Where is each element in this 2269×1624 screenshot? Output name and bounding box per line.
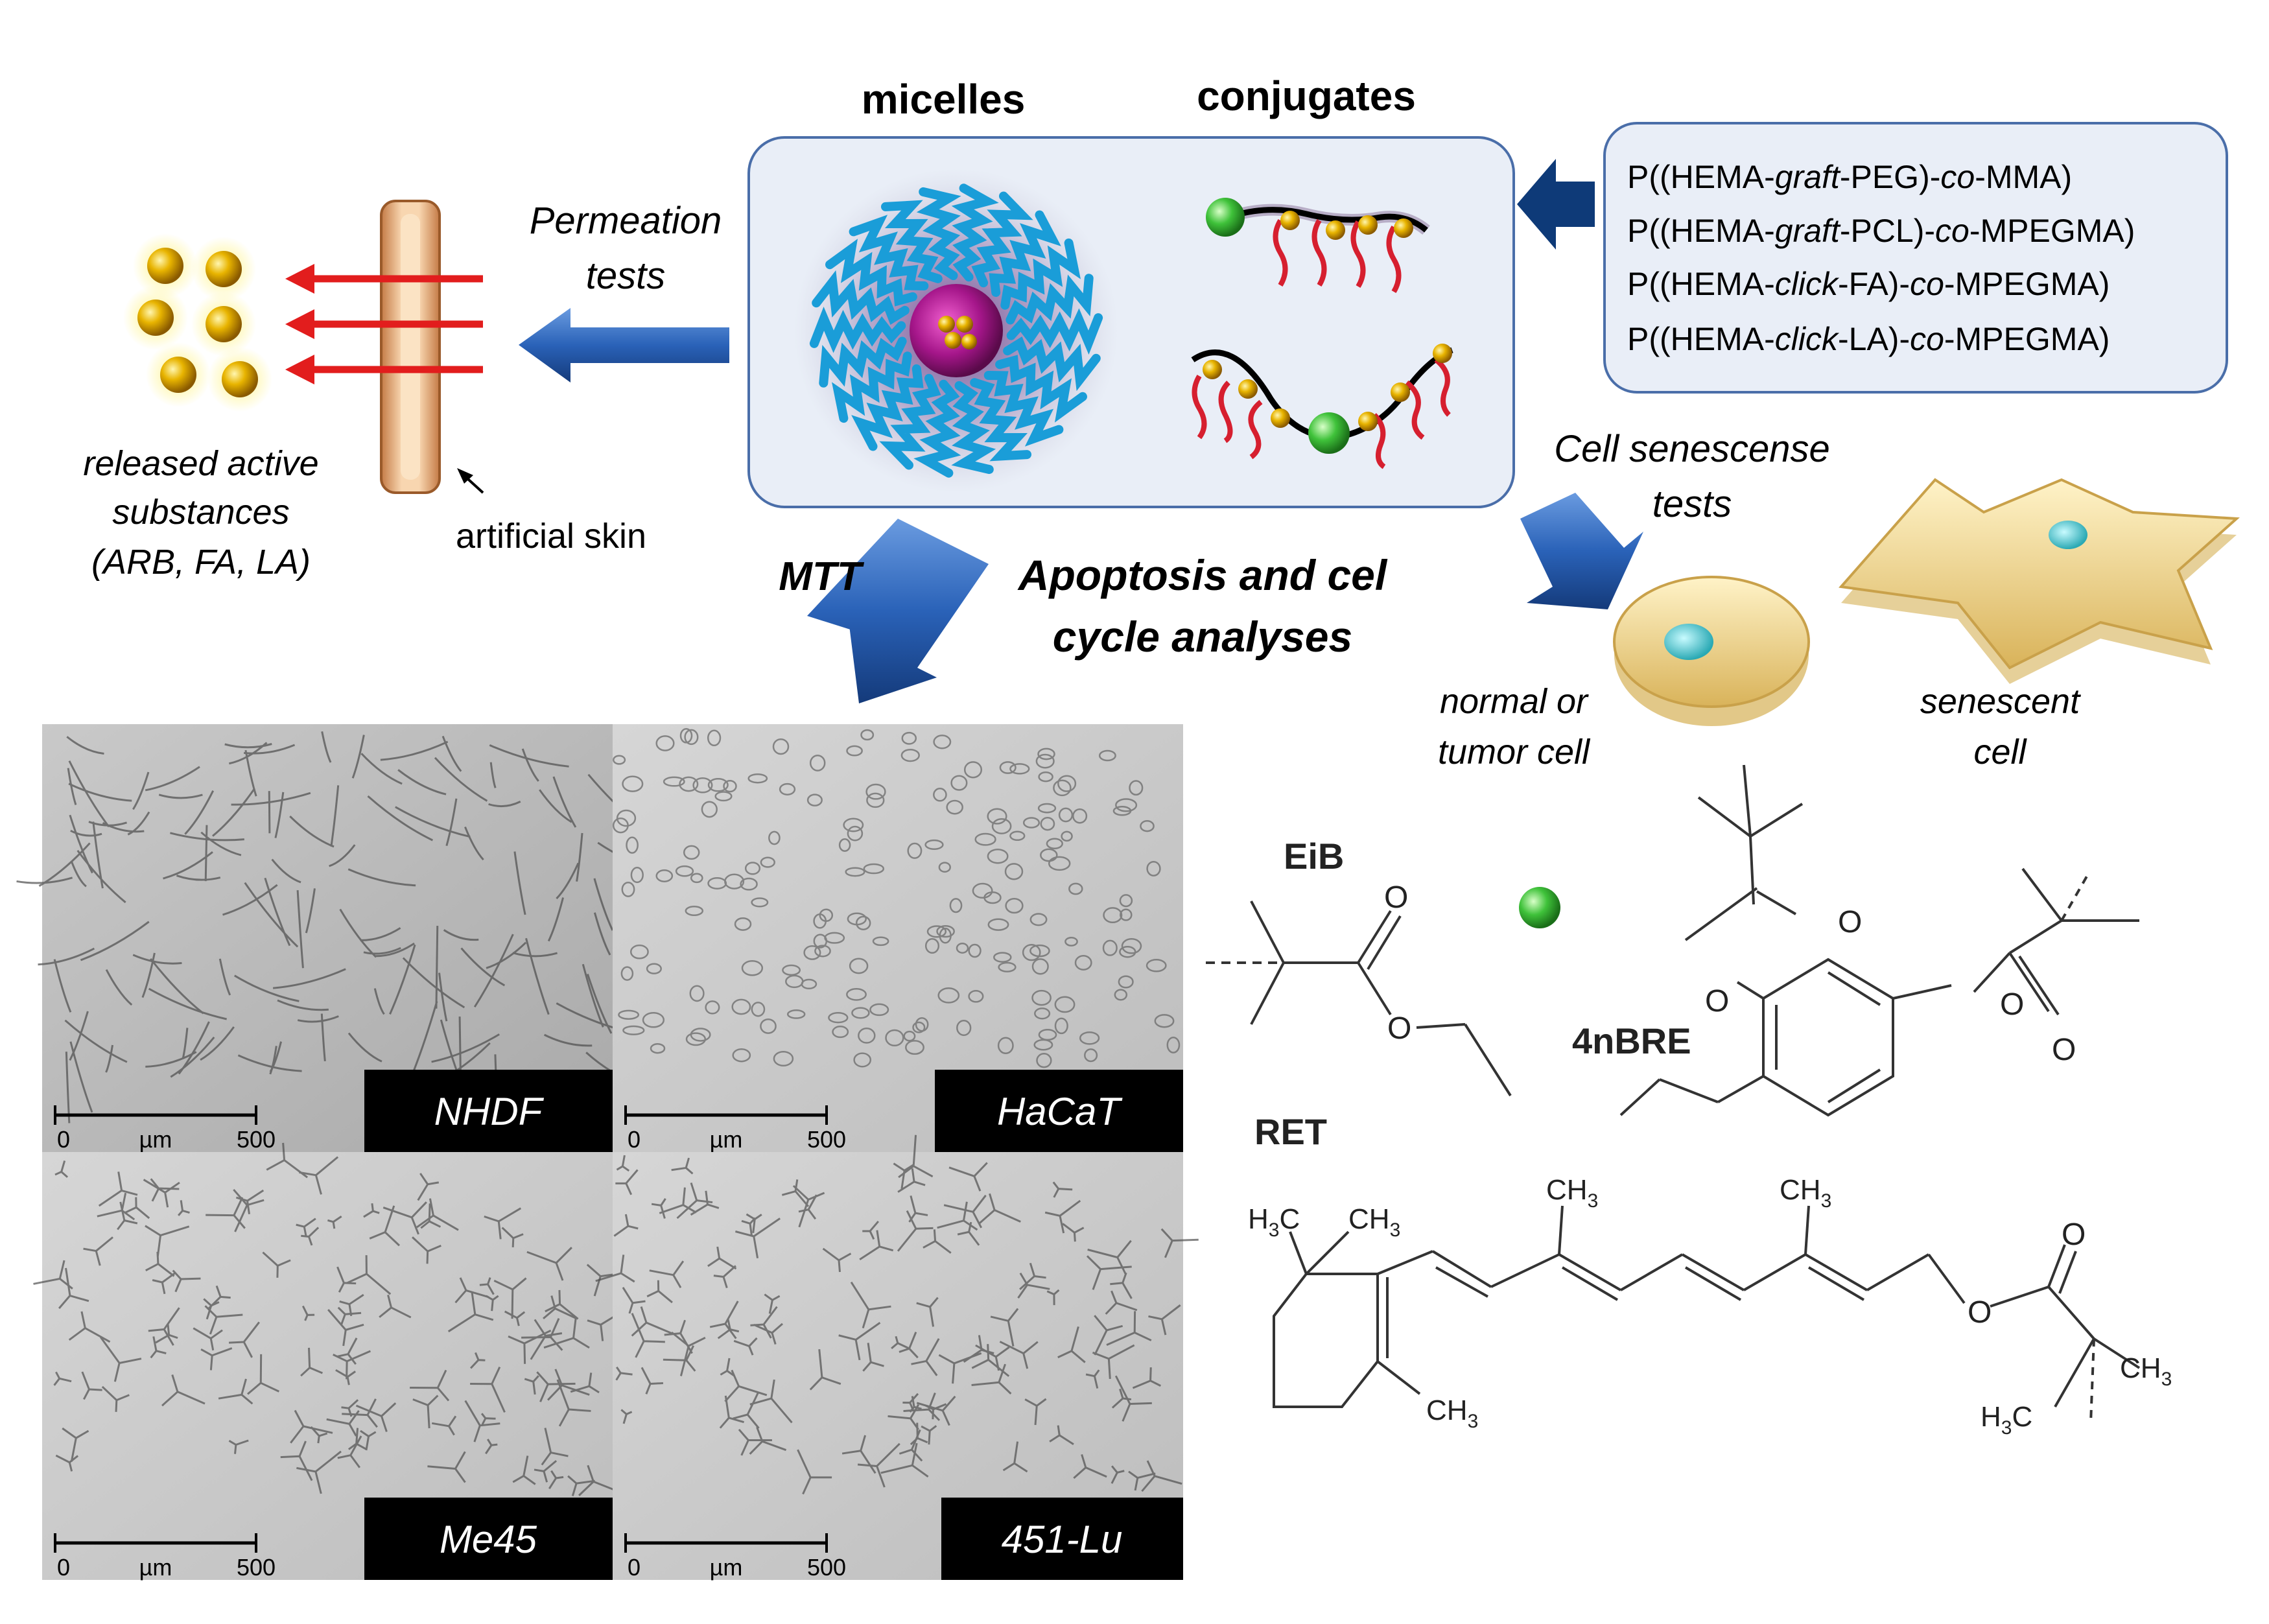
apoptosis-label-2: cycle analyses bbox=[1053, 613, 1352, 661]
micrograph-grid: NHDF 0 µm 500 HaCaT 0 µm 500 Me45 0 bbox=[16, 724, 1199, 1581]
permeation-label-2: tests bbox=[586, 255, 666, 297]
ret-structure: O O H3C CH3 CH3 CH3 CH3 CH3 H3C bbox=[1248, 1174, 2172, 1439]
normal-cell-illustration bbox=[1613, 576, 1810, 726]
chemical-structures: EiB O O 4nBRE O bbox=[1206, 764, 2172, 1439]
svg-text:µm: µm bbox=[710, 1554, 743, 1581]
arrow-polymer-to-box bbox=[1517, 159, 1595, 250]
svg-text:O: O bbox=[2052, 1033, 2076, 1067]
senescence-label-2: tests bbox=[1652, 483, 1732, 525]
svg-text:CH3: CH3 bbox=[1426, 1395, 1478, 1432]
arrow-mtt bbox=[807, 519, 989, 703]
red-permeation-arrows bbox=[285, 264, 483, 384]
svg-text:µm: µm bbox=[710, 1126, 743, 1153]
nbre-structure: O O O O bbox=[1619, 764, 2139, 1117]
polymer-1: P((HEMA-graft-PEG)-co-MMA) bbox=[1627, 159, 2072, 195]
svg-text:O: O bbox=[2062, 1218, 2086, 1252]
nbre-label: 4nBRE bbox=[1572, 1020, 1691, 1061]
svg-text:500: 500 bbox=[807, 1554, 846, 1581]
svg-text:µm: µm bbox=[139, 1126, 172, 1153]
mtt-label: MTT bbox=[779, 554, 865, 599]
svg-text:0: 0 bbox=[628, 1554, 641, 1581]
polymer-list-box bbox=[1603, 122, 2228, 394]
svg-text:500: 500 bbox=[237, 1126, 276, 1153]
arrow-permeation bbox=[519, 308, 729, 382]
conjugates-heading: conjugates bbox=[1197, 73, 1416, 119]
svg-text:500: 500 bbox=[807, 1126, 846, 1153]
svg-text:O: O bbox=[1968, 1295, 1992, 1330]
svg-text:451-Lu: 451-Lu bbox=[1002, 1518, 1123, 1561]
svg-text:CH3: CH3 bbox=[2120, 1352, 2172, 1390]
conjugate-star bbox=[1191, 344, 1453, 469]
eib-structure: O O bbox=[1206, 880, 1512, 1097]
micrograph-hacat: HaCaT 0 µm 500 bbox=[612, 724, 1183, 1153]
svg-text:H3C: H3C bbox=[1248, 1203, 1300, 1241]
apoptosis-label-1: Apoptosis and cel bbox=[1017, 551, 1388, 599]
permeation-label-1: Permeation bbox=[530, 200, 722, 242]
released-substances-spheres bbox=[123, 233, 272, 412]
polymer-4: P((HEMA-click-LA)-co-MPEGMA) bbox=[1627, 321, 2110, 357]
svg-text:O: O bbox=[1705, 984, 1729, 1018]
svg-text:0: 0 bbox=[57, 1554, 70, 1581]
senescent-cell-label-1: senescent bbox=[1920, 682, 2081, 721]
arrow-senescence bbox=[1520, 493, 1643, 609]
svg-text:0: 0 bbox=[628, 1126, 641, 1153]
senescent-cell-illustration bbox=[1839, 478, 2240, 684]
svg-text:O: O bbox=[1384, 880, 1408, 915]
released-label-2: substances bbox=[112, 493, 289, 532]
senescence-label-1: Cell senescense bbox=[1554, 428, 1830, 470]
micrograph-451lu: 451-Lu 0 µm 500 bbox=[595, 1135, 1199, 1581]
micelle-illustration bbox=[794, 169, 1118, 493]
skin-pointer-head bbox=[457, 468, 473, 484]
polymer-list: P((HEMA-graft-PEG)-co-MMA) P((HEMA-graft… bbox=[1627, 159, 2135, 357]
svg-text:0: 0 bbox=[57, 1126, 70, 1153]
senescent-cell-label-2: cell bbox=[1973, 733, 2027, 771]
micelles-heading: micelles bbox=[862, 76, 1026, 123]
svg-text:O: O bbox=[2000, 987, 2024, 1022]
svg-text:NHDF: NHDF bbox=[434, 1090, 545, 1133]
artificial-skin-label: artificial skin bbox=[456, 517, 646, 556]
artificial-skin-membrane bbox=[380, 200, 441, 494]
svg-text:O: O bbox=[1838, 905, 1862, 939]
svg-text:µm: µm bbox=[139, 1554, 172, 1581]
released-label-3: (ARB, FA, LA) bbox=[91, 543, 311, 582]
micrograph-nhdf: NHDF 0 µm 500 bbox=[16, 724, 654, 1153]
svg-text:CH3: CH3 bbox=[1348, 1203, 1400, 1241]
released-label-1: released active bbox=[83, 444, 318, 483]
eib-green-sphere bbox=[1519, 887, 1560, 928]
ret-label: RET bbox=[1254, 1111, 1327, 1152]
eib-label: EiB bbox=[1284, 836, 1344, 877]
svg-text:500: 500 bbox=[237, 1554, 276, 1581]
normal-cell-label-2: tumor cell bbox=[1438, 733, 1591, 771]
polymer-3: P((HEMA-click-FA)-co-MPEGMA) bbox=[1627, 266, 2110, 302]
conjugate-linear bbox=[1206, 198, 1430, 294]
svg-text:H3C: H3C bbox=[1981, 1401, 2032, 1439]
svg-text:HaCaT: HaCaT bbox=[997, 1090, 1123, 1133]
svg-text:Me45: Me45 bbox=[440, 1518, 537, 1561]
svg-text:O: O bbox=[1387, 1011, 1411, 1046]
micrograph-me45: Me45 0 µm 500 bbox=[33, 1142, 630, 1581]
polymer-2: P((HEMA-graft-PCL)-co-MPEGMA) bbox=[1627, 213, 2135, 249]
svg-text:CH3: CH3 bbox=[1780, 1174, 1831, 1212]
svg-text:CH3: CH3 bbox=[1546, 1174, 1598, 1212]
normal-cell-label-1: normal or bbox=[1440, 682, 1589, 721]
